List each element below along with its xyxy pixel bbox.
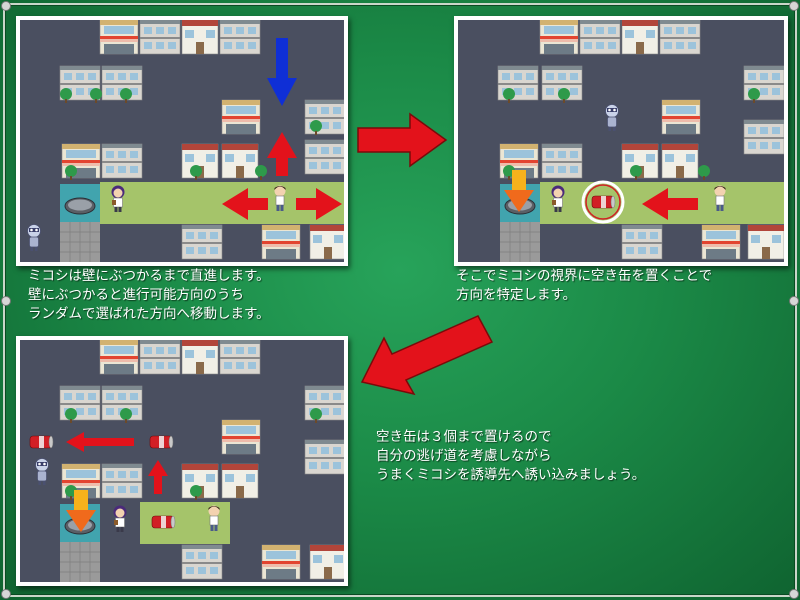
- panel-place-can: [454, 16, 788, 266]
- red-arrow-icon: [642, 188, 698, 220]
- panel-guide-mikoshi: [16, 336, 348, 586]
- red-arrow-icon: [222, 188, 268, 220]
- frame-rivet: [789, 1, 799, 11]
- caption-panel-1: ミコシは壁にぶつかるまで直進します。 壁にぶつかると進行可能方向のうち ランダム…: [28, 268, 270, 322]
- empty-can-icon: [151, 515, 176, 529]
- frame-rivet: [1, 296, 11, 306]
- highlight-ring: [581, 180, 625, 224]
- red-arrow-icon: [360, 315, 494, 396]
- frame-rivet: [1, 589, 11, 599]
- map-view-3: [20, 340, 344, 582]
- caption-panel-2: そこでミコシの視界に空き缶を置くことで 方向を特定します。: [456, 268, 713, 303]
- caption-panel-3: 空き缶は３個まで置けるので 自分の逃げ道を考慮しながら うまくミコシを誘導先へ誘…: [376, 429, 646, 483]
- frame-rivet: [1, 1, 11, 11]
- empty-can-icon: [591, 195, 616, 209]
- orange-arrow-icon: [66, 490, 96, 532]
- map-view-2: [458, 20, 784, 262]
- red-arrow-icon: [296, 188, 342, 220]
- map-view-1: [20, 20, 344, 262]
- frame-rivet: [789, 589, 799, 599]
- red-arrow-icon: [267, 132, 297, 176]
- red-arrow-icon: [357, 112, 448, 168]
- empty-can-icon: [149, 435, 174, 449]
- red-arrow-icon: [66, 432, 134, 452]
- panel-straight-movement: [16, 16, 348, 266]
- frame-rivet: [789, 296, 799, 306]
- orange-arrow-icon: [504, 170, 534, 212]
- red-arrow-icon: [148, 460, 168, 494]
- blue-arrow-icon: [267, 38, 297, 106]
- empty-can-icon: [29, 435, 54, 449]
